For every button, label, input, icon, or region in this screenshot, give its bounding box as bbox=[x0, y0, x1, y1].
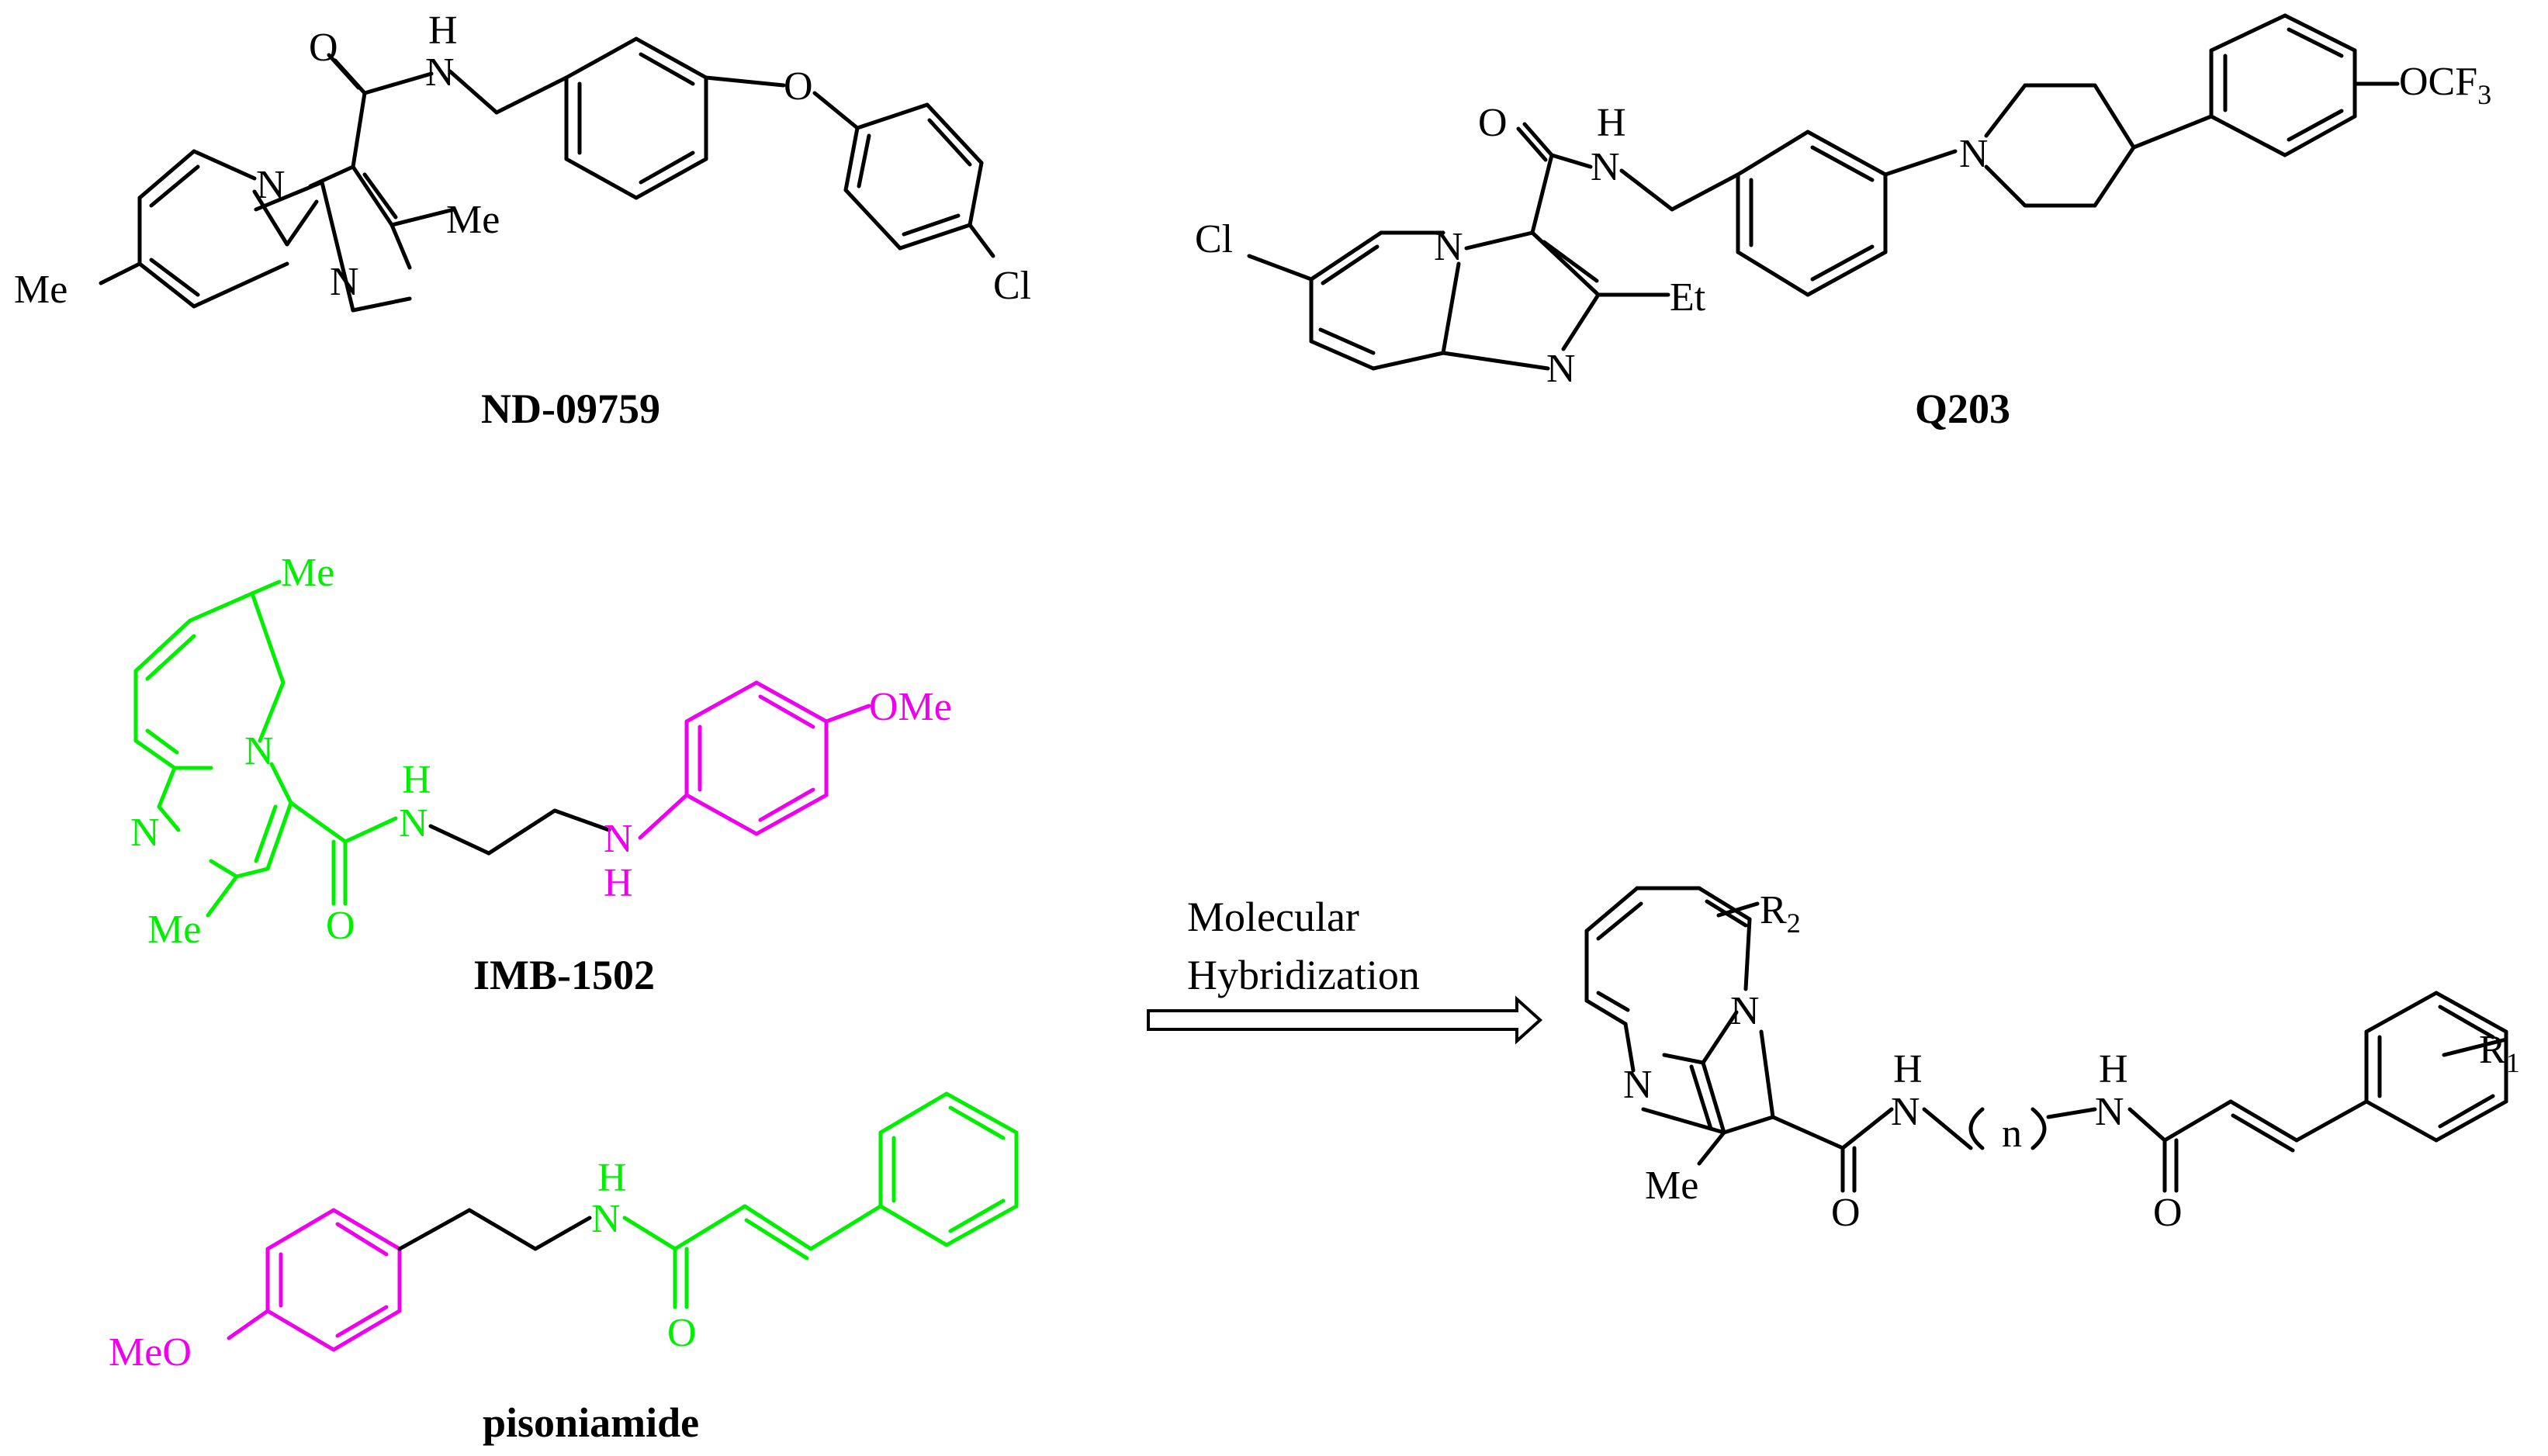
hybrid-o-amide1: O bbox=[1831, 1191, 1861, 1235]
pisoniamide-meo: MeO bbox=[109, 1330, 192, 1375]
imb1502-n-ring: N bbox=[130, 811, 160, 855]
nd09759-n-amide: N bbox=[425, 50, 455, 95]
pisoniamide-aryl-bonds bbox=[227, 1208, 402, 1352]
pisoniamide-o-amide: O bbox=[667, 1311, 697, 1355]
nd09759-me-imidazole: Me bbox=[446, 198, 500, 242]
structure-imb1502: Me N N Me H N O N H OMe IMB-1502 bbox=[130, 551, 952, 998]
open-arrow-icon bbox=[1147, 995, 1542, 1045]
q203-n-ring: N bbox=[1546, 347, 1576, 391]
hybrid-h-amide2: H bbox=[2099, 1047, 2128, 1091]
imb1502-ome: OMe bbox=[869, 685, 952, 729]
pisoniamide-linker-bonds bbox=[397, 1208, 592, 1251]
nd09759-n-ring: N bbox=[330, 260, 359, 304]
q203-o-carbonyl: O bbox=[1478, 101, 1508, 145]
imb1502-o-amide: O bbox=[326, 904, 355, 948]
hybrid-me: Me bbox=[1645, 1164, 1698, 1208]
hybrid-n-ring: N bbox=[1623, 1063, 1653, 1107]
q203-label: Q203 bbox=[1915, 386, 2010, 432]
q203-ocf3: OCF3 bbox=[2399, 60, 2491, 110]
arrow-label-line1: Molecular bbox=[1187, 894, 1359, 940]
imb1502-me-bottom: Me bbox=[147, 908, 201, 952]
imb1502-linker-bonds bbox=[428, 808, 611, 856]
q203-bonds bbox=[1247, 13, 2400, 371]
pisoniamide-n-amide: N bbox=[591, 1197, 621, 1241]
q203-n-piperidine: N bbox=[1959, 132, 1989, 176]
imb1502-scaffold-bonds bbox=[133, 579, 398, 918]
hybrid-r1: R1 bbox=[2479, 1028, 2520, 1078]
hybrid-n-index: n bbox=[2002, 1112, 2022, 1156]
hybrid-n-bridge: N bbox=[1730, 989, 1760, 1033]
q203-n-amide: N bbox=[1591, 145, 1620, 189]
hybrid-n-amide1: N bbox=[1891, 1090, 1920, 1134]
nd09759-bonds bbox=[99, 36, 995, 313]
nd09759-o-carbonyl: O bbox=[309, 26, 338, 70]
arrow-label-line2: Hybridization bbox=[1187, 952, 1420, 998]
imb1502-me-top: Me bbox=[281, 551, 334, 595]
structure-nd09759: O H N N N Me Me O Cl ND-09759 bbox=[14, 9, 1031, 432]
imb1502-aryl-bonds bbox=[638, 680, 871, 840]
q203-et: Et bbox=[1670, 275, 1706, 320]
hybrid-bonds bbox=[1584, 886, 2508, 1193]
imb1502-n-amide: N bbox=[399, 801, 428, 846]
nd09759-label: ND-09759 bbox=[481, 386, 660, 432]
imb1502-n-bridge: N bbox=[244, 729, 274, 773]
imb1502-label: IMB-1502 bbox=[473, 952, 655, 998]
hybrid-o-amide2: O bbox=[2153, 1191, 2183, 1235]
imb1502-n-amine: N bbox=[604, 817, 633, 861]
nd09759-h-amide: H bbox=[428, 9, 458, 53]
imb1502-h-amide: H bbox=[402, 758, 431, 802]
hybrid-h-amide1: H bbox=[1893, 1047, 1923, 1091]
pisoniamide-label: pisoniamide bbox=[483, 1399, 699, 1446]
nd09759-me-pyridine: Me bbox=[14, 268, 68, 312]
hybrid-n-amide2: N bbox=[2095, 1090, 2124, 1134]
pisoniamide-cinnamoyl-bonds bbox=[622, 1091, 1019, 1309]
pisoniamide-h-amide: H bbox=[597, 1156, 627, 1200]
structure-q203: O H N N N N Cl Et OCF3 Q203 bbox=[1195, 13, 2491, 432]
imb1502-h-amine: H bbox=[604, 861, 633, 905]
q203-cl: Cl bbox=[1195, 217, 1233, 261]
nd09759-cl: Cl bbox=[993, 264, 1031, 308]
structure-pisoniamide: MeO H N O pisoniamide bbox=[109, 1091, 1019, 1446]
q203-h-amide: H bbox=[1597, 101, 1626, 145]
nd09759-o-ether: O bbox=[784, 64, 813, 109]
q203-n-bridge: N bbox=[1434, 225, 1463, 269]
nd09759-n-bridge: N bbox=[256, 163, 286, 207]
hybridization-arrow: Molecular Hybridization bbox=[1147, 894, 1542, 1045]
hybrid-r2: R2 bbox=[1760, 888, 1801, 939]
structure-hybrid: R2 N N Me H N O n H N O R1 bbox=[1584, 886, 2520, 1235]
